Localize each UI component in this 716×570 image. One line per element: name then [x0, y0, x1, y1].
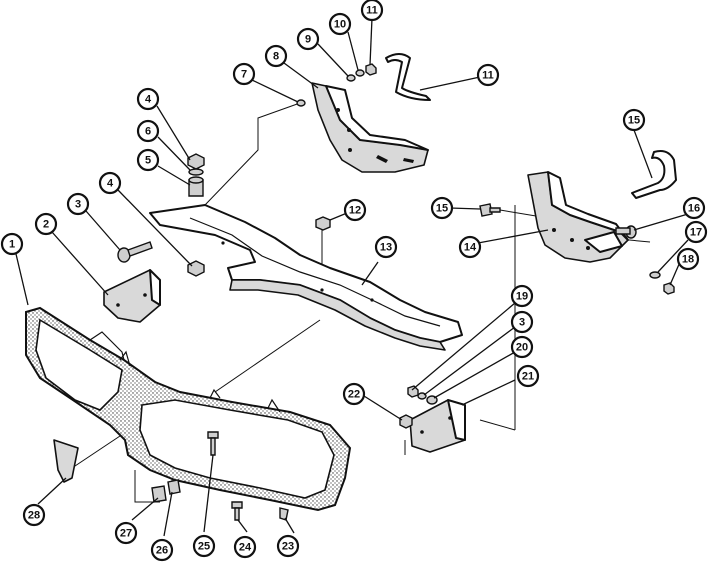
- callout-number: 4: [107, 178, 114, 190]
- cross-member: [149, 204, 463, 351]
- callout-11: 11: [476, 63, 500, 87]
- callout-number: 14: [464, 242, 477, 254]
- callout-number: 18: [682, 254, 694, 266]
- nut-icon: [187, 153, 205, 170]
- callout-5: 5: [136, 148, 160, 172]
- callout-3: 3: [66, 192, 90, 216]
- callout-2: 2: [34, 212, 58, 236]
- callout-number: 24: [239, 542, 252, 554]
- callout-number: 11: [366, 5, 378, 17]
- callout-3: 3: [510, 310, 534, 334]
- strap: [385, 53, 431, 101]
- callout-4: 4: [98, 171, 122, 195]
- callout-number: 19: [516, 291, 528, 303]
- callout-15: 15: [430, 196, 454, 220]
- callout-number: 13: [380, 242, 392, 254]
- callout-number: 23: [282, 541, 294, 553]
- callout-number: 25: [198, 541, 210, 553]
- callout-number: 15: [436, 203, 448, 215]
- callout-number: 5: [145, 155, 151, 167]
- leader-lines: [15, 17, 689, 537]
- callout-15: 15: [622, 108, 646, 132]
- callout-number: 21: [522, 371, 534, 383]
- callout-number: 16: [688, 203, 700, 215]
- callout-number: 11: [482, 70, 494, 82]
- right-seat-bracket: [527, 171, 629, 263]
- callout-17: 17: [684, 220, 708, 244]
- callout-number: 26: [156, 545, 168, 557]
- callout-23: 23: [276, 534, 300, 558]
- callout-number: 22: [348, 389, 360, 401]
- bracket-22: [409, 399, 466, 453]
- callout-10: 10: [328, 12, 352, 36]
- callout-number: 7: [241, 69, 247, 81]
- callout-number: 17: [690, 227, 702, 239]
- callout-20: 20: [510, 335, 534, 359]
- callout-26: 26: [150, 538, 174, 562]
- callout-25: 25: [192, 534, 216, 558]
- callout-number: 1: [9, 239, 15, 251]
- callout-28: 28: [22, 503, 46, 527]
- callout-6: 6: [136, 119, 160, 143]
- callout-7: 7: [232, 62, 256, 86]
- callout-number: 4: [145, 94, 152, 106]
- callout-19: 19: [510, 284, 534, 308]
- hardware: [117, 63, 675, 521]
- callout-number: 27: [120, 528, 132, 540]
- callout-22: 22: [342, 382, 366, 406]
- small-bracket: [103, 269, 161, 323]
- bolt-icon: [117, 241, 153, 263]
- callout-number: 3: [519, 317, 525, 329]
- callout-8: 8: [264, 44, 288, 68]
- callout-number: 8: [273, 51, 279, 63]
- callout-21: 21: [516, 364, 540, 388]
- callout-16: 16: [682, 196, 706, 220]
- callout-number: 2: [43, 219, 49, 231]
- callout-number: 12: [349, 205, 361, 217]
- bezel-frame: [25, 306, 352, 512]
- callout-number: 10: [334, 19, 346, 31]
- callout-24: 24: [233, 535, 257, 559]
- left-seat-bracket: [311, 82, 429, 173]
- callout-18: 18: [676, 247, 700, 271]
- callout-13: 13: [374, 235, 398, 259]
- side-bracket: [53, 439, 79, 483]
- callout-14: 14: [458, 235, 482, 259]
- callout-4: 4: [136, 87, 160, 111]
- small-strap: [631, 150, 677, 199]
- callout-12: 12: [343, 198, 367, 222]
- washer-icon: [188, 168, 204, 176]
- callout-number: 20: [516, 342, 528, 354]
- callout-9: 9: [296, 27, 320, 51]
- callout-number: 28: [28, 510, 40, 522]
- callout-1: 1: [0, 232, 24, 256]
- callout-27: 27: [114, 521, 138, 545]
- callout-number: 3: [75, 199, 81, 211]
- callout-number: 6: [145, 126, 151, 138]
- callout-11: 11: [360, 0, 384, 22]
- callout-number: 9: [305, 34, 311, 46]
- callout-number: 15: [628, 115, 640, 127]
